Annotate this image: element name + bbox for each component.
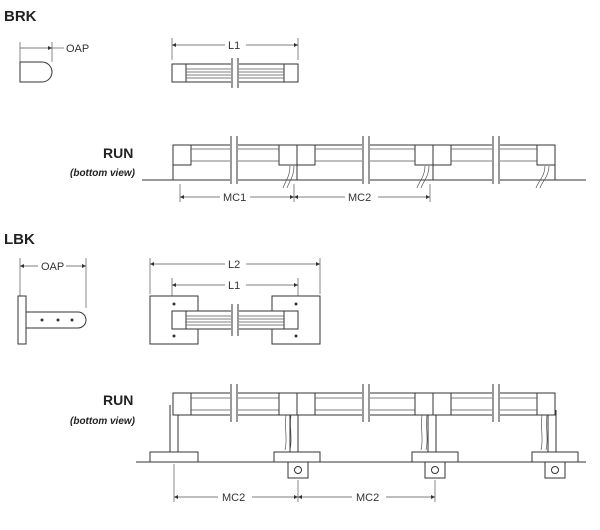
brk-mc2-label: MC2 [348,192,371,204]
brk-length-label: L1 [228,40,240,52]
lbk-run-assembly: MC2 MC2 [136,384,586,504]
lbk-fixture: L2 L1 [149,258,321,345]
brk-section: BRK OAP L1 R [4,8,586,204]
lbk-mc2-label-a: MC2 [222,492,245,504]
lbk-bracket-arm [25,311,87,329]
brk-fixture: L1 [171,38,299,88]
brk-end-cap [19,61,53,83]
lbk-mc2-label-b: MC2 [356,492,379,504]
brk-run-note: (bottom view) [70,168,136,179]
brk-mc1-label: MC1 [223,192,246,204]
lbk-oap-detail: OAP [17,258,87,345]
lbk-oap-label: OAP [41,261,64,273]
brk-oap-label: OAP [66,43,89,55]
lbk-length-outer-label: L2 [228,259,240,271]
lbk-length-inner-label: L1 [228,280,240,292]
brk-run-assembly: MC1 MC2 [142,136,586,204]
brk-title: BRK [4,8,37,25]
lbk-run-note: (bottom view) [70,416,136,427]
lbk-title: LBK [4,231,35,248]
lbk-run-label: RUN [103,392,133,408]
lbk-section: LBK OAP L2 L1 [4,231,586,504]
brk-run-label: RUN [103,145,133,161]
brk-oap-detail: OAP [19,42,89,83]
